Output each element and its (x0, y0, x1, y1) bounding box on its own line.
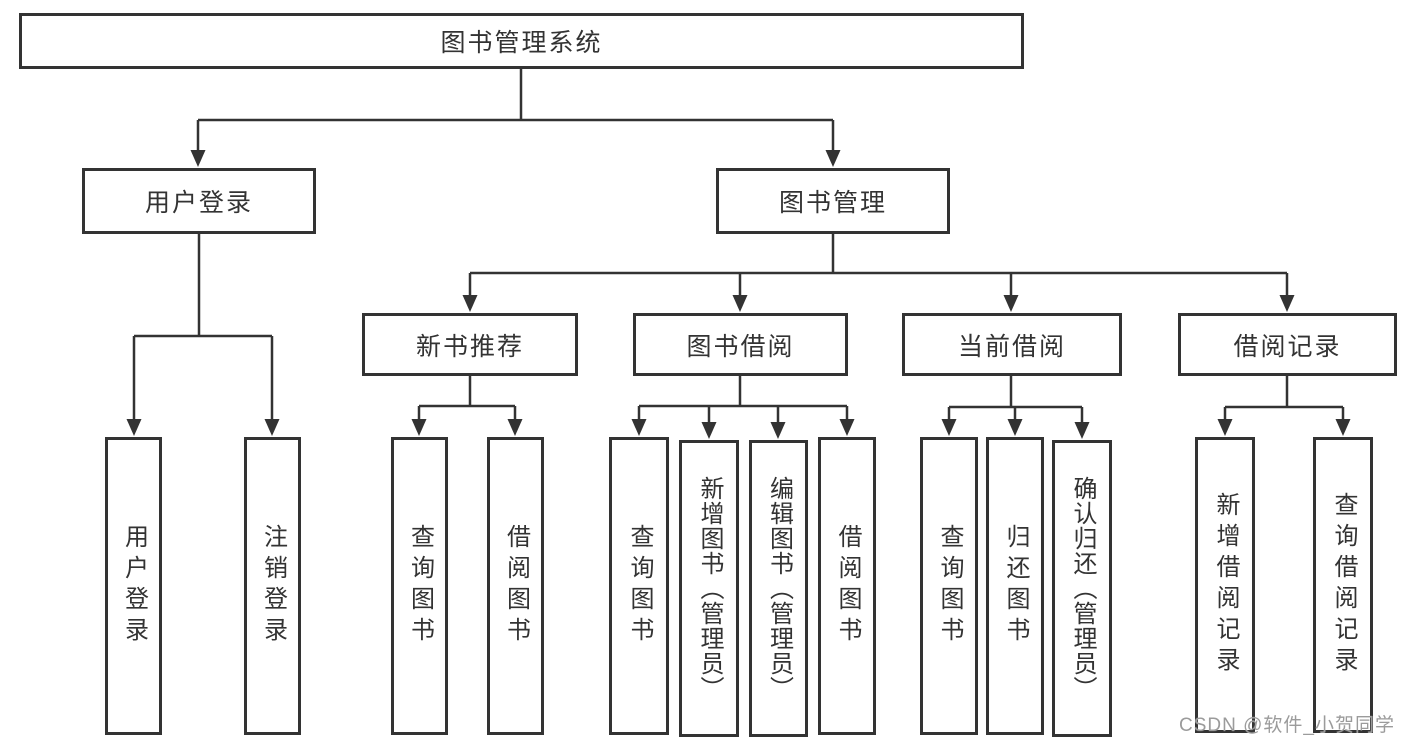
leaf-logout: 注销登录 (244, 437, 301, 735)
node-current-borrowing: 当前借阅 (902, 313, 1122, 376)
connector-lines (132, 69, 1345, 424)
node-user-login: 用户登录 (82, 168, 316, 234)
csdn-watermark: CSDN @软件_小贺同学 (1179, 715, 1395, 736)
leaf-borrowing-borrow-books: 借阅图书 (818, 437, 876, 735)
connector-arrowheads (126, 150, 1351, 439)
leaf-current-confirm-return-admin: 确认归还（管理员） (1052, 440, 1112, 737)
leaf-records-query-record: 查询借阅记录 (1313, 437, 1373, 733)
leaf-recommend-query-books: 查询图书 (391, 437, 448, 735)
leaf-borrowing-add-books-admin: 新增图书（管理员） (679, 440, 739, 737)
node-book-borrowing: 图书借阅 (633, 313, 848, 376)
leaf-user-login: 用户登录 (105, 437, 162, 735)
node-new-book-recommend: 新书推荐 (362, 313, 578, 376)
node-library-management-system: 图书管理系统 (19, 13, 1024, 69)
leaf-borrowing-edit-books-admin: 编辑图书（管理员） (749, 440, 808, 737)
leaf-borrowing-query-books: 查询图书 (609, 437, 669, 735)
node-borrowing-records: 借阅记录 (1178, 313, 1397, 376)
leaf-current-return-books: 归还图书 (986, 437, 1044, 735)
node-book-management: 图书管理 (716, 168, 950, 234)
leaf-recommend-borrow-books: 借阅图书 (487, 437, 544, 735)
leaf-current-query-books: 查询图书 (920, 437, 978, 735)
leaf-records-add-record: 新增借阅记录 (1195, 437, 1255, 733)
